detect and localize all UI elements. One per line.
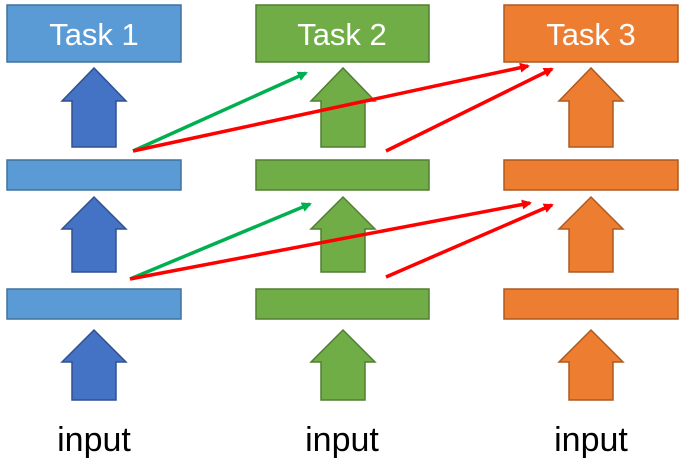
task-2-box	[255, 4, 430, 63]
connection-task2-lower-to-task3-middle-arrow	[385, 203, 554, 279]
connection-task1-lower-to-task2-middle-arrow	[129, 202, 312, 281]
task-2-label: Task 2	[297, 17, 387, 52]
connection-task1-upper-to-task2-upper-arrow	[132, 71, 308, 153]
task-3-label: Task 3	[546, 17, 636, 52]
task-2-lower-layer	[255, 288, 430, 320]
task-3-input-up-arrow	[557, 328, 625, 401]
task-1-lower-layer	[6, 288, 182, 320]
task-1-input-up-arrow	[60, 328, 128, 401]
connection-task1-lower-to-task3-middle-arrow	[129, 199, 532, 281]
task-1-box	[6, 4, 182, 63]
task-1-input-label: input	[57, 421, 131, 459]
task-3-middle-up-arrow	[557, 195, 625, 273]
task-3-box	[503, 4, 679, 63]
task-1-label: Task 1	[49, 17, 139, 52]
column-task-2: Task 2 input	[255, 4, 430, 459]
task-3-input-label: input	[554, 421, 628, 459]
column-task-1: Task 1 input	[6, 4, 182, 459]
task-3-upper-up-arrow	[557, 66, 625, 148]
task-3-lower-layer	[503, 288, 679, 320]
task-2-middle-up-arrow	[309, 195, 377, 273]
task-1-upper-up-arrow	[60, 66, 128, 148]
task-1-middle-up-arrow	[60, 195, 128, 273]
task-1-upper-layer	[6, 159, 182, 191]
task-3-upper-layer	[503, 159, 679, 191]
lateral-connections	[129, 62, 554, 281]
column-task-3: Task 3 input	[503, 4, 679, 459]
task-2-upper-layer	[255, 159, 430, 191]
task-2-input-label: input	[305, 421, 379, 459]
connection-task2-upper-to-task3-upper-arrow	[385, 67, 554, 153]
task-2-input-up-arrow	[309, 328, 377, 401]
connection-task1-upper-to-task3-upper-arrow	[132, 62, 530, 153]
